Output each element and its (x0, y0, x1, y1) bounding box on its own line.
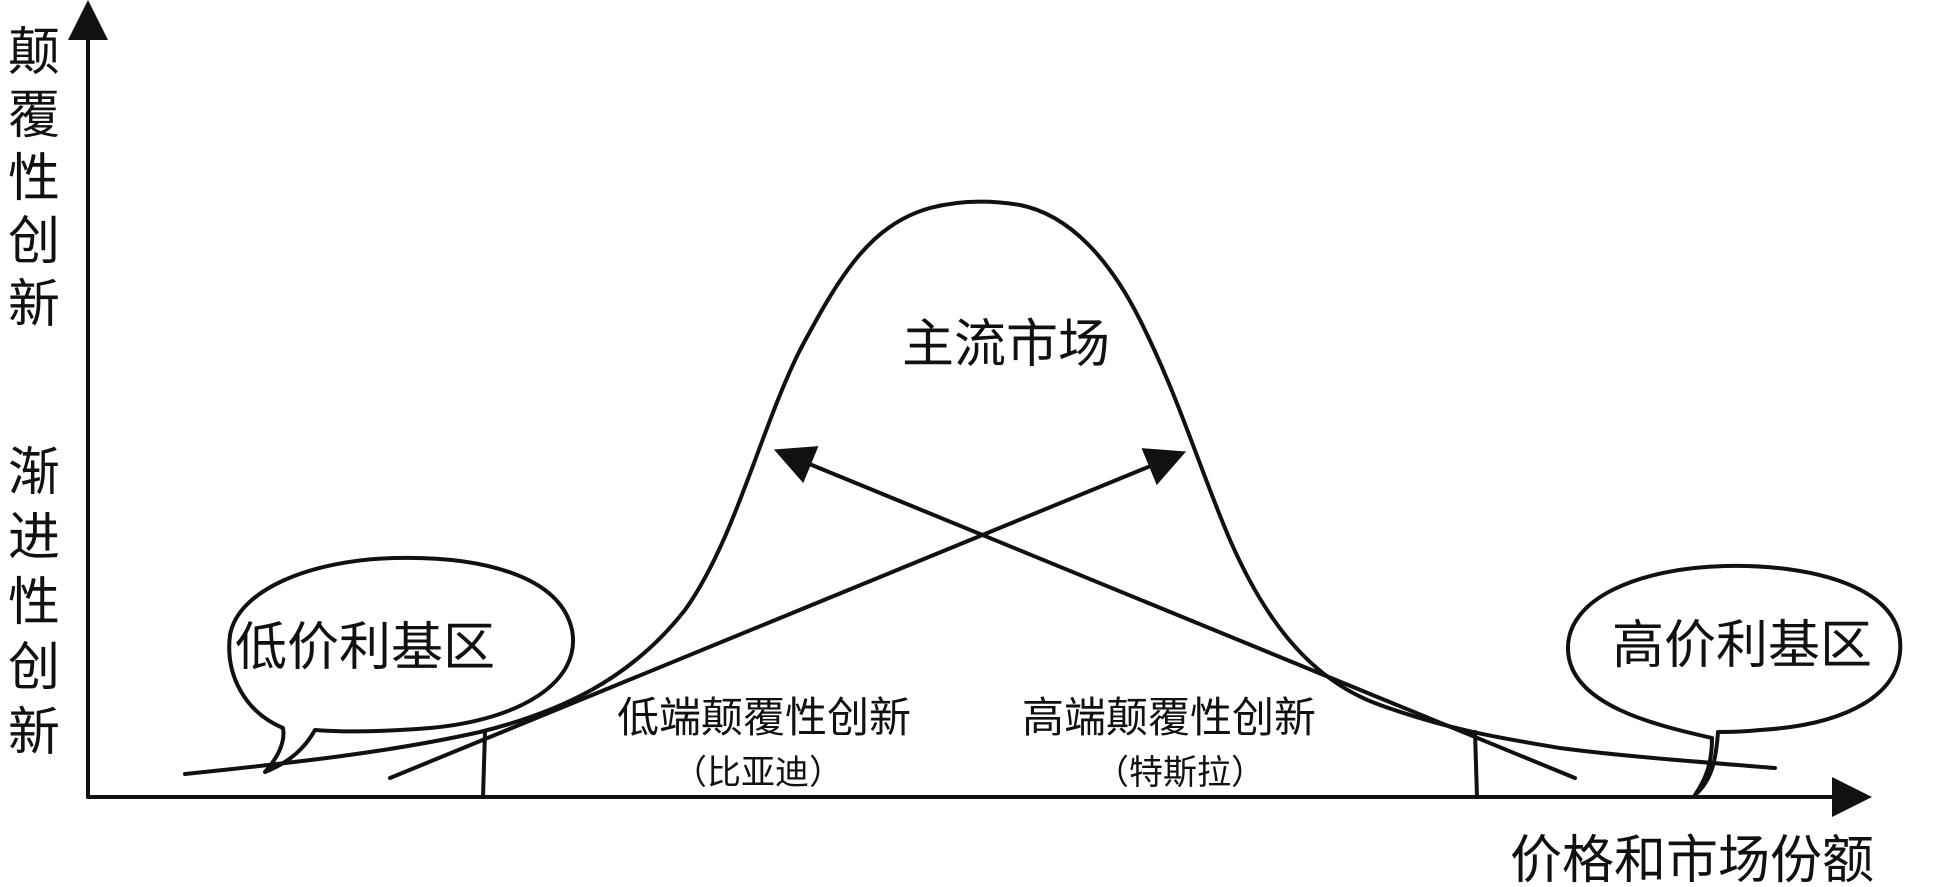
low-end-innovation-label: 低端颠覆性创新 (617, 693, 911, 742)
y-label-bottom-char-1: 渐 (8, 443, 60, 503)
low-end-example-label: （比亚迪） (673, 753, 843, 793)
x-axis-label: 价格和市场份额 (1510, 831, 1874, 887)
y-label-bottom-char-3: 性 (8, 573, 60, 633)
y-label-top-char-5: 新 (8, 275, 60, 335)
y-axis-label-top: 颠 覆 性 创 新 (8, 23, 60, 335)
high-end-innovation-label: 高端颠覆性创新 (1022, 693, 1316, 742)
high-end-disruption-arrow (773, 446, 1577, 780)
y-axis-label-bottom: 渐 进 性 创 新 (8, 443, 60, 763)
high-profit-label: 高价利基区 (1612, 616, 1872, 676)
y-label-bottom-char-5: 新 (8, 703, 60, 763)
y-label-bottom-char-4: 创 (8, 638, 60, 698)
mainstream-market-label: 主流市场 (902, 315, 1110, 375)
y-label-top-char-4: 创 (8, 212, 60, 272)
high-end-example-label: （特斯拉） (1095, 753, 1265, 793)
right-boundary-line (1473, 730, 1479, 799)
mainstream-bell-curve (183, 199, 1777, 776)
y-label-top-char-1: 颠 (8, 23, 60, 83)
low-end-disruption-arrow (388, 448, 1187, 780)
low-profit-bubble (227, 555, 576, 774)
y-label-top-char-3: 性 (8, 149, 60, 209)
y-label-top-char-2: 覆 (8, 86, 60, 146)
low-profit-label: 低价利基区 (235, 618, 495, 678)
y-label-bottom-char-2: 进 (8, 508, 60, 568)
high-profit-bubble (1565, 563, 1903, 797)
left-boundary-line (481, 730, 487, 799)
